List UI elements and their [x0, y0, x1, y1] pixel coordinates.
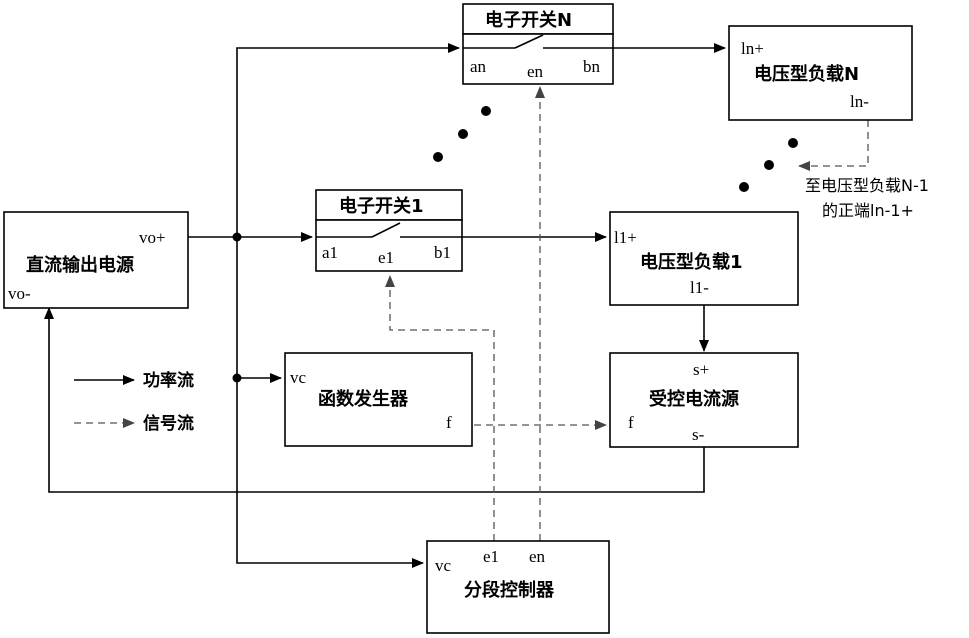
ellipsis-switches — [433, 106, 491, 162]
function-generator-title: 函数发生器 — [318, 388, 409, 410]
annotation-line-1: 至电压型负载N-1 — [805, 176, 929, 195]
port-e1: e1 — [378, 248, 394, 267]
dc-source-title: 直流输出电源 — [26, 254, 134, 276]
segment-controller-block: vc e1 en 分段控制器 — [427, 541, 609, 633]
signal-ln-minus-to-next — [799, 120, 868, 166]
port-l1-minus: l1- — [690, 278, 709, 297]
port-f-fg: f — [446, 413, 452, 432]
ellipsis-loads — [739, 138, 798, 192]
annotation-line-2: 的正端ln-1+ — [822, 201, 914, 220]
load-n-title: 电压型负载N — [754, 63, 859, 85]
legend-signal-label: 信号流 — [143, 413, 194, 434]
port-vc-controller: vc — [435, 556, 452, 575]
legend-power-label: 功率流 — [143, 370, 194, 391]
signal-wires — [390, 87, 868, 541]
port-vo-minus: vo- — [8, 284, 31, 303]
load-n-block: ln+ 电压型负载N ln- — [729, 26, 912, 120]
port-en: en — [527, 62, 544, 81]
port-vc-fg: vc — [290, 368, 307, 387]
junction-dot — [233, 374, 242, 383]
port-ln-minus: ln- — [850, 92, 869, 111]
switch-n-block: 电子开关N an en bn — [463, 4, 613, 84]
port-s-minus: s- — [692, 425, 705, 444]
legend: 功率流 信号流 — [74, 370, 194, 434]
port-ln-plus: ln+ — [741, 39, 764, 58]
dc-source-block: vo+ 直流输出电源 vo- — [4, 212, 188, 308]
junction-dot — [233, 233, 242, 242]
switch-1-title: 电子开关1 — [339, 195, 424, 217]
port-b1: b1 — [434, 243, 451, 262]
load-1-title: 电压型负载1 — [640, 251, 743, 273]
port-vo-plus: vo+ — [139, 228, 166, 247]
port-en-controller: en — [529, 547, 546, 566]
port-bn: bn — [583, 57, 601, 76]
function-generator-block: vc 函数发生器 f — [285, 353, 472, 446]
switch-1-block: 电子开关1 a1 e1 b1 — [316, 190, 462, 271]
port-f-ccs: f — [628, 413, 634, 432]
ccs-title: 受控电流源 — [649, 388, 739, 410]
switch-n-title: 电子开关N — [485, 9, 572, 31]
port-l1-plus: l1+ — [614, 228, 637, 247]
segment-controller-title: 分段控制器 — [464, 579, 555, 601]
ccs-block: s+ 受控电流源 f s- — [610, 353, 798, 447]
load-1-block: l1+ 电压型负载1 l1- — [610, 212, 798, 305]
port-s-plus: s+ — [693, 360, 709, 379]
port-e1-controller: e1 — [483, 547, 499, 566]
port-an: an — [470, 57, 487, 76]
port-a1: a1 — [322, 243, 338, 262]
